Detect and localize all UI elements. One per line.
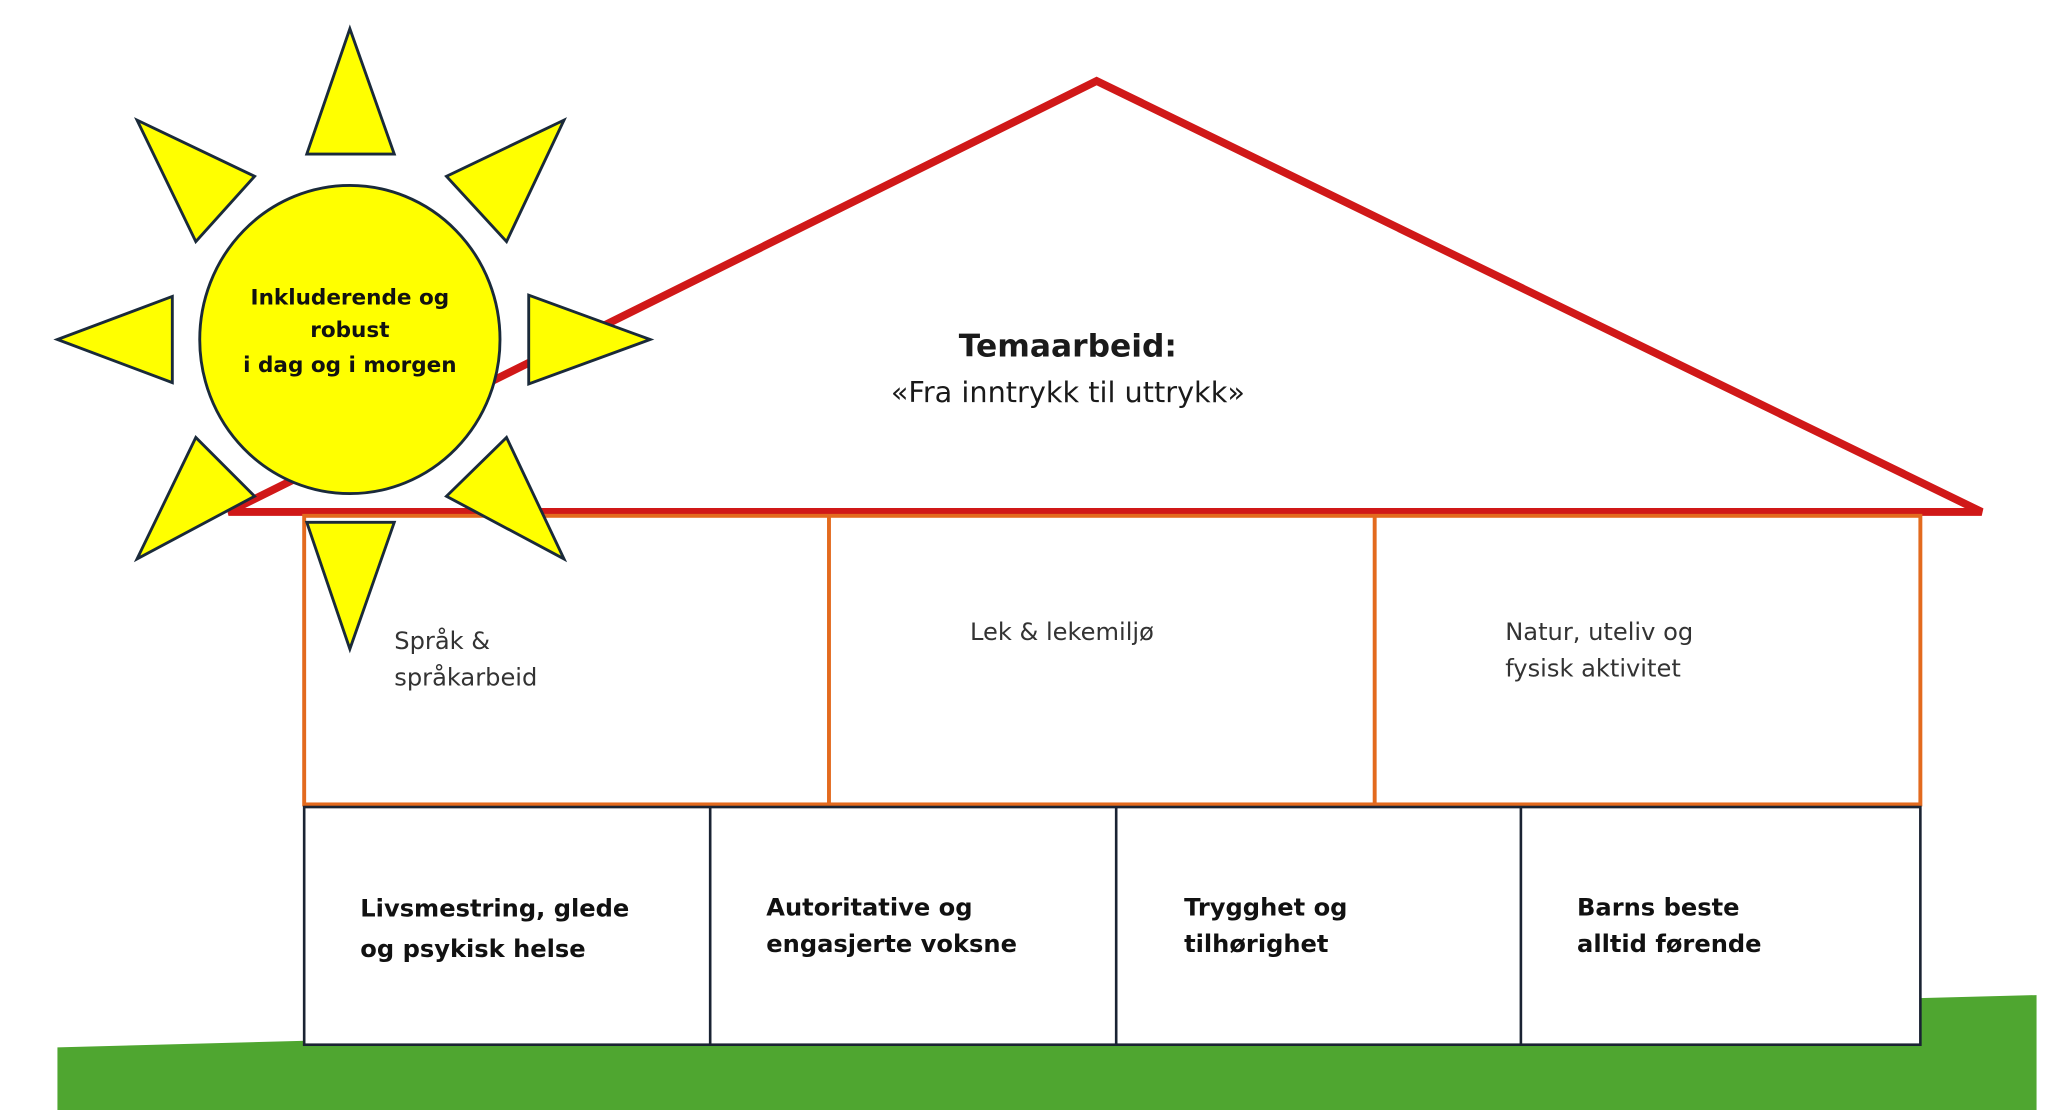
foundation-best-interest-line2: alltid førende [1577,930,1762,958]
foundation-best-interest: Barns beste [1577,893,1739,921]
pillar-language-line2: språkarbeid [394,663,537,692]
sun-ray [444,117,567,245]
sun-disc [198,183,502,496]
pillar-nature: Natur, uteliv og [1505,618,1693,646]
foundation-safety-line2: tilhørighet [1184,930,1328,958]
foundation-life-skills: Livsmestring, glede [360,895,629,923]
pillars-row [302,513,1923,807]
sun-text-line3: i dag og i morgen [243,353,456,378]
foundation-adults-line2: engasjerte voksne [766,930,1017,958]
pillar-nature-line2: fysisk aktivitet [1505,654,1681,682]
sun-ray [133,117,257,245]
pillar-play: Lek & lekemiljø [970,618,1154,646]
sun-ray [53,294,174,385]
foundation-row [302,805,1922,1047]
foundation-adults: Autoritative og [766,893,972,921]
roof-subtitle: «Fra inntrykk til uttrykk» [891,375,1245,409]
foundation-life-skills-line2: og psykisk helse [360,935,585,963]
roof-title: Temaarbeid: [959,329,1177,365]
roof [226,76,1984,516]
sun-ray [304,520,397,654]
sun-ray [527,293,655,386]
sun-ray [444,435,568,563]
foundation-safety: Trygghet og [1184,893,1347,921]
sun-text-line2: robust [310,318,389,343]
sun-text-line1: Inkluderende og [251,285,450,310]
sun-ray [304,24,397,156]
pillar-language: Språk & [394,626,490,655]
sun-ray [133,435,257,563]
sun-icon [53,24,655,654]
